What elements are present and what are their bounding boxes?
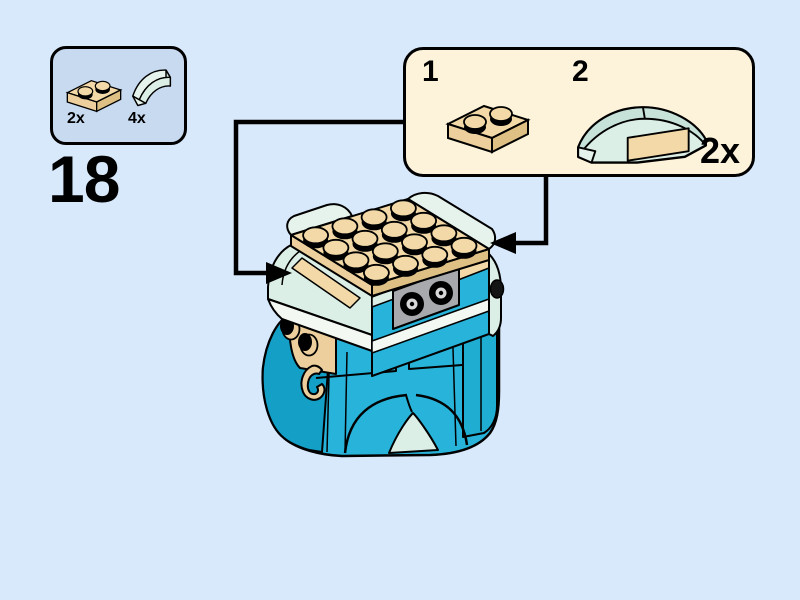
substep-1-label: 1 (422, 55, 439, 88)
head-top-left-curve (286, 203, 353, 236)
body-right-arm (462, 311, 498, 438)
substeps-count-label: 2x (699, 130, 740, 171)
substeps-callout-box: 1 2 2x (403, 47, 755, 177)
hook-hand (300, 364, 326, 401)
torso-panel-line-2 (344, 351, 348, 454)
eye-right (429, 281, 453, 305)
leg-gap-underlay (388, 412, 439, 454)
callout-arrow-right (490, 177, 549, 254)
curved-slope-1x2-aqua-icon (132, 69, 172, 107)
leg-seam (405, 394, 413, 413)
plate-1x2-tan-icon (65, 79, 123, 113)
tan-tile-strip (291, 257, 361, 309)
curve-seam (281, 250, 301, 286)
curved-slope-pair-on-plate-icon (577, 106, 707, 164)
eye-left (400, 292, 424, 316)
callout-arrow-left (233, 119, 403, 284)
plate-1x2-tan-icon (445, 104, 531, 154)
substep-2-label: 2 (572, 55, 589, 88)
head-ivory-band (267, 298, 373, 352)
parts-callout-box: 2x 4x (50, 46, 187, 145)
brickheadz-model (261, 191, 505, 458)
step-number: 18 (48, 142, 120, 216)
part-count-label: 2x (67, 110, 85, 127)
head-top-right-curve (407, 191, 497, 250)
right-ear-stud (489, 279, 505, 299)
leg-arc-right (415, 393, 469, 446)
part-count-label: 4x (128, 110, 146, 127)
leg-arc-left (343, 393, 408, 454)
head-top-plate (290, 198, 490, 297)
